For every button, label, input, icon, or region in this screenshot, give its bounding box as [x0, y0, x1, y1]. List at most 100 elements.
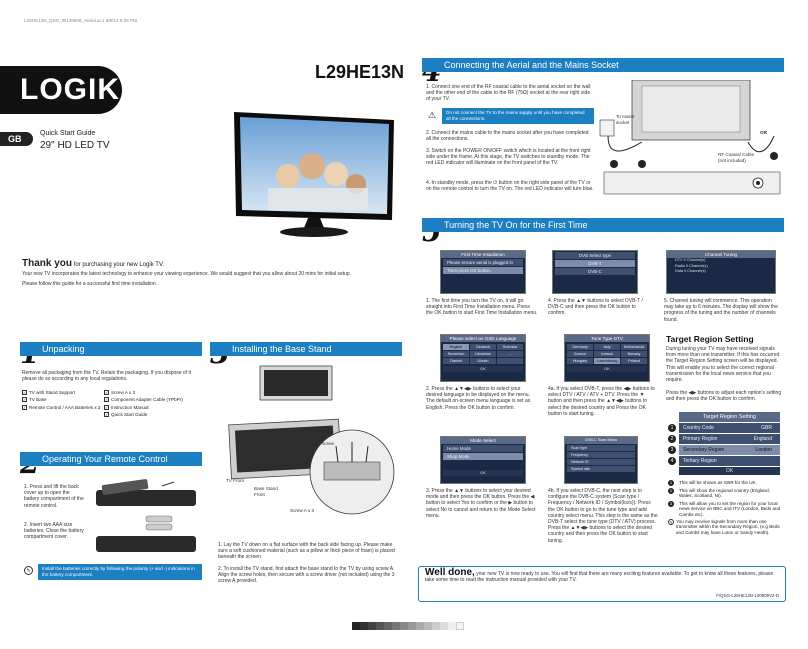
logo-text: LOGIK — [20, 73, 120, 106]
check-icon: ✓ — [104, 390, 109, 395]
region-note-text: You may receive signals from more than o… — [676, 519, 780, 535]
section2-step1: 1. Press and lift the back cover up to o… — [24, 484, 84, 509]
section2-step2: 2. Insert two AAA size batteries. Close … — [24, 522, 84, 541]
screen-row: Data 0 Channel(s) — [675, 269, 706, 274]
row-number: 2 — [668, 488, 674, 494]
region-note-text: This will allow you to set the region fo… — [679, 500, 781, 517]
row-number: 1 — [668, 424, 676, 432]
screen-row: DVB-T — [555, 260, 635, 267]
ok-indicator: OK — [443, 366, 523, 372]
ok-indicator: OK — [443, 470, 523, 476]
packing-item: ✓Instruction Manual — [104, 404, 204, 410]
region-value: London — [755, 447, 772, 453]
first-time-installation-screen: First Time Installation Please ensure ae… — [440, 250, 526, 294]
section5-header: Turning the TV On for the First Time — [422, 218, 784, 232]
check-icon: ✓ — [22, 404, 27, 410]
grid-cell: Ireland — [594, 351, 620, 357]
row-number: 4 — [668, 457, 676, 465]
check-icon: ✓ — [104, 412, 109, 418]
section3-step2: 2. To install the TV stand, first attach… — [218, 566, 395, 585]
packing-item: ✓TV with Stand Support — [22, 390, 104, 395]
grid-cell: Italy — [594, 344, 620, 350]
screen-title: Channel Tuning — [667, 251, 775, 258]
grid-cell: Slovenian — [443, 351, 469, 357]
battery-note: Install the batteries correctly by follo… — [38, 564, 202, 580]
row-number: 3 — [668, 446, 676, 454]
base-stand-diagram — [228, 365, 395, 515]
row-number: 2 — [668, 435, 676, 443]
grid-cell: Norway — [621, 351, 647, 357]
packing-item-label: TV with Stand Support — [29, 390, 75, 395]
grid-cell: Hungary — [567, 358, 593, 364]
grid-cell: Poland — [621, 358, 647, 364]
region-value: GBR — [761, 425, 772, 431]
screen-row: Scan type — [567, 445, 635, 451]
section1-header: Unpacking — [20, 342, 202, 356]
region-note: ✎You may receive signals from more than … — [668, 519, 784, 535]
region-label: Primary Region — [683, 436, 718, 442]
mode-select-screen: Mode Select Home Mode Shop Mode OK — [440, 436, 526, 484]
label-tv-front: TV Front — [226, 478, 244, 483]
packing-item-label: Quick Start Guide — [111, 412, 148, 418]
country-grid: Germany Italy Netherlands Greece Ireland… — [567, 344, 647, 364]
well-done-lead: Well done, — [425, 567, 475, 578]
packing-list-left: ✓TV with Stand Support ✓TV Base ✓Remote … — [22, 390, 104, 412]
screen-row: Then press OK button. — [443, 267, 523, 274]
color-swatch — [456, 622, 464, 630]
grid-cell: Danish — [443, 358, 469, 364]
row-number: 3 — [668, 500, 674, 507]
grid-cell: Ukrain — [470, 358, 496, 364]
check-icon: ✓ — [104, 404, 109, 410]
section4-step4: 4. In standby mode, press the ⏻ button o… — [426, 180, 594, 193]
screen-row: DVB-C — [555, 268, 635, 275]
section4-step3: 3. Switch on the POWER ON/OFF switch whi… — [426, 148, 591, 167]
grid-cell: ... — [497, 351, 523, 357]
screen-row: Please ensure aerial is plugged in — [443, 259, 523, 266]
packing-item-label: Component Adapter Cable (YPbPr) — [111, 397, 183, 403]
section5-step3: 3. Press the ▲▼ buttons to select your d… — [426, 488, 536, 519]
grid-cell: Netherlands — [621, 344, 647, 350]
language-badge: GB — [0, 132, 33, 146]
model-name: L29HE13N — [315, 62, 405, 82]
screen-title: Mode Select — [441, 437, 525, 444]
label-to-mains: To mains socket — [616, 114, 635, 125]
packing-item-label: Instruction Manual — [111, 404, 149, 410]
grid-cell: Ukrainian — [470, 351, 496, 357]
region-text1: During tuning your TV may have received … — [666, 346, 780, 384]
packing-item: ✓Remote Control / AAA Batteries x 2 — [22, 404, 104, 410]
grid-cell — [497, 358, 523, 364]
osd-language-screen: Please select an OSD Language English De… — [440, 334, 526, 382]
region-note: 3 This will allow you to set the region f… — [668, 500, 784, 517]
packing-item: ✓Screw A x 3 — [104, 390, 204, 395]
language-grid: English Deutsch Svenska Slovenian Ukrain… — [443, 344, 523, 364]
color-swatch — [360, 622, 368, 630]
color-swatch — [352, 622, 360, 630]
packing-item-label: TV Base — [29, 397, 47, 403]
check-icon: ✓ — [22, 390, 27, 395]
color-swatch — [376, 622, 384, 630]
info-icon: ✎ — [24, 566, 33, 575]
thanks-lead-rest: for purchasing your new Logik TV. — [72, 262, 165, 268]
region-note-text: This will be shown as GBR for the UK. — [679, 480, 757, 485]
region-cell: Tertiary Region — [679, 456, 780, 466]
packing-item: ✓TV Base — [22, 397, 104, 403]
packing-item-label: Remote Control / AAA Batteries x 2 — [29, 404, 101, 410]
screen-row: Shop Mode — [443, 453, 523, 460]
section3-header: Installing the Base Stand — [210, 342, 402, 356]
screen-row: Frequency — [567, 452, 635, 458]
section4-step2: 2. Connect the mains cable to the mains … — [426, 130, 589, 143]
region-note-text: This will show the regional country (Eng… — [679, 488, 770, 499]
remote-open-image — [96, 479, 196, 506]
color-swatch — [432, 622, 440, 630]
section5-step4b: 4b. If you select DVB-C, the next step i… — [548, 488, 658, 544]
print-header: L29HE13N_QSG_IB135808_Aerial.ai 1 6/8/13… — [24, 18, 137, 23]
packing-item: ✓Component Adapter Cable (YPbPr) — [104, 397, 204, 403]
section5-step4: 4. Press the ▲▼ buttons to select DVB-T … — [548, 298, 643, 317]
label-base-stand-front: Base Stand Front — [254, 486, 278, 497]
well-done-box: Well done, your new TV is now ready to u… — [418, 566, 786, 602]
